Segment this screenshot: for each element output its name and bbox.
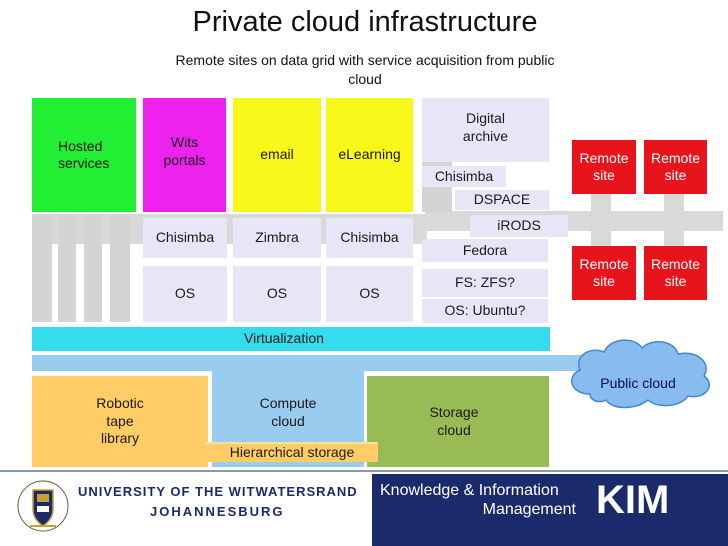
university-name: UNIVERSITY OF THE WITWATERSRAND: [78, 484, 358, 499]
remote-site-label: Remote site: [579, 255, 629, 290]
irods-label: iRODS: [497, 217, 541, 234]
os-ubuntu-box: OS: Ubuntu?: [422, 299, 548, 323]
remote-connector-v2: [664, 194, 684, 256]
irods-box: iRODS: [470, 215, 568, 237]
hosted-services-label: Hosted services: [58, 137, 110, 172]
remote-site-label: Remote site: [579, 149, 629, 184]
chisimba-archive-box: Chisimba: [422, 166, 506, 187]
remote-site-1: Remote site: [572, 140, 636, 194]
elearning-box: eLearning: [326, 98, 413, 212]
compute-cloud-label: Compute cloud: [259, 395, 317, 429]
remote-connector-v1: [591, 194, 611, 256]
os-box-1: OS: [143, 266, 227, 322]
remote-site-label: Remote site: [650, 149, 701, 184]
digital-archive-box: Digital archive: [422, 98, 549, 162]
chisimba-label-2: Chisimba: [340, 229, 399, 246]
zimbra-label: Zimbra: [255, 229, 299, 246]
remote-site-3: Remote site: [572, 246, 636, 300]
footer-divider: [0, 470, 728, 472]
kim-banner: [372, 474, 728, 546]
kim-logo-text: KIM: [596, 478, 670, 522]
os-label-3: OS: [359, 285, 380, 302]
dspace-box: DSPACE: [455, 190, 549, 210]
chisimba-label-1: Chisimba: [155, 229, 215, 246]
virtualization-label: Virtualization: [244, 330, 324, 347]
storage-cloud-label: Storage cloud: [429, 404, 479, 438]
university-city: JOHANNESBURG: [150, 504, 285, 519]
robotic-tape-label: Robotic tape library: [96, 395, 144, 447]
network-stripe: [32, 214, 52, 322]
network-stripe: [110, 214, 130, 322]
wits-portals-label: Wits portals: [163, 134, 206, 168]
hierarchical-storage-label: Hierarchical storage: [229, 444, 355, 461]
dspace-label: DSPACE: [473, 191, 531, 208]
public-cloud-shape: [570, 339, 710, 409]
remote-site-2: Remote site: [644, 140, 707, 194]
virtualization-bar: Virtualization: [32, 327, 550, 351]
remote-site-label: Remote site: [650, 255, 701, 290]
robotic-tape-box: Robotic tape library: [32, 376, 208, 467]
university-crest-icon: [17, 480, 69, 532]
fs-zfs-box: FS: ZFS?: [422, 269, 548, 297]
page-subtitle: Remote sites on data grid with service a…: [175, 52, 555, 87]
os-ubuntu-label: OS: Ubuntu?: [444, 302, 526, 319]
page-title: Private cloud infrastructure: [192, 6, 538, 38]
chisimba-box-1: Chisimba: [143, 218, 227, 258]
network-stripe: [84, 214, 102, 322]
fedora-label: Fedora: [462, 241, 508, 258]
storage-cloud-box: Storage cloud: [367, 376, 549, 467]
os-box-2: OS: [233, 266, 321, 322]
os-label-2: OS: [266, 285, 288, 302]
hosted-services-box: Hosted services: [32, 98, 136, 212]
network-stripe: [58, 214, 76, 322]
os-label-1: OS: [174, 285, 196, 302]
remote-site-4: Remote site: [644, 246, 707, 300]
kim-line-2: Management: [482, 501, 576, 518]
kim-line-1: Knowledge & Information: [380, 482, 559, 499]
fs-zfs-label: FS: ZFS?: [455, 274, 515, 291]
email-label: email: [260, 146, 294, 163]
elearning-label: eLearning: [338, 146, 401, 163]
digital-archive-label: Digital archive: [462, 110, 509, 144]
public-cloud-label: Public cloud: [600, 375, 676, 391]
chisimba-box-2: Chisimba: [326, 218, 413, 258]
chisimba-archive-label: Chisimba: [434, 167, 494, 184]
email-box: email: [233, 98, 321, 212]
hierarchical-storage-bar: Hierarchical storage: [206, 442, 378, 462]
fedora-box: Fedora: [422, 239, 548, 262]
os-box-3: OS: [326, 266, 413, 322]
zimbra-box: Zimbra: [233, 218, 321, 258]
wits-portals-box: Wits portals: [143, 98, 226, 212]
